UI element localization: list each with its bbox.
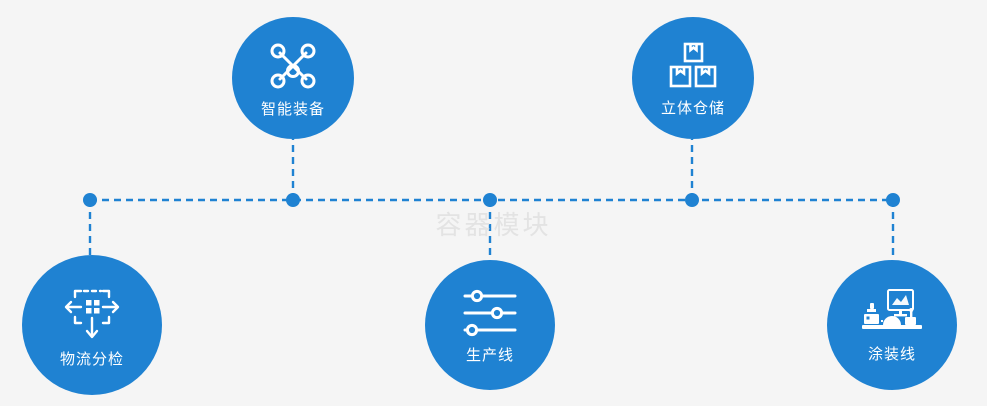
node-smart-equipment[interactable]: 智能装备: [232, 17, 354, 139]
node-logistics-sorting[interactable]: 物流分检: [22, 255, 162, 395]
node-stereoscopic-warehouse[interactable]: 立体仓储: [632, 17, 754, 139]
node-label-stereoscopic-warehouse: 立体仓储: [660, 99, 725, 117]
network-nodes-icon: [267, 40, 319, 92]
node-painting-line[interactable]: 涂装线: [827, 260, 957, 390]
node-label-production-line: 生产线: [465, 346, 514, 364]
trunk-dot-left: [83, 193, 97, 207]
sliders-icon: [461, 288, 519, 338]
factory-workshop-icon: [861, 288, 923, 337]
node-label-smart-equipment: 智能装备: [260, 100, 325, 118]
trunk-dot-right: [886, 193, 900, 207]
trunk-dot-center: [483, 193, 497, 207]
trunk-dot-warehouse: [685, 193, 699, 207]
sorting-arrows-icon: [61, 284, 123, 342]
node-production-line[interactable]: 生产线: [425, 260, 555, 390]
node-label-painting-line: 涂装线: [867, 345, 916, 363]
watermark-text: 容器模块: [435, 210, 552, 240]
stacked-boxes-icon: [667, 41, 719, 91]
trunk-dot-smart-equipment: [286, 193, 300, 207]
node-label-logistics-sorting: 物流分检: [59, 350, 124, 368]
